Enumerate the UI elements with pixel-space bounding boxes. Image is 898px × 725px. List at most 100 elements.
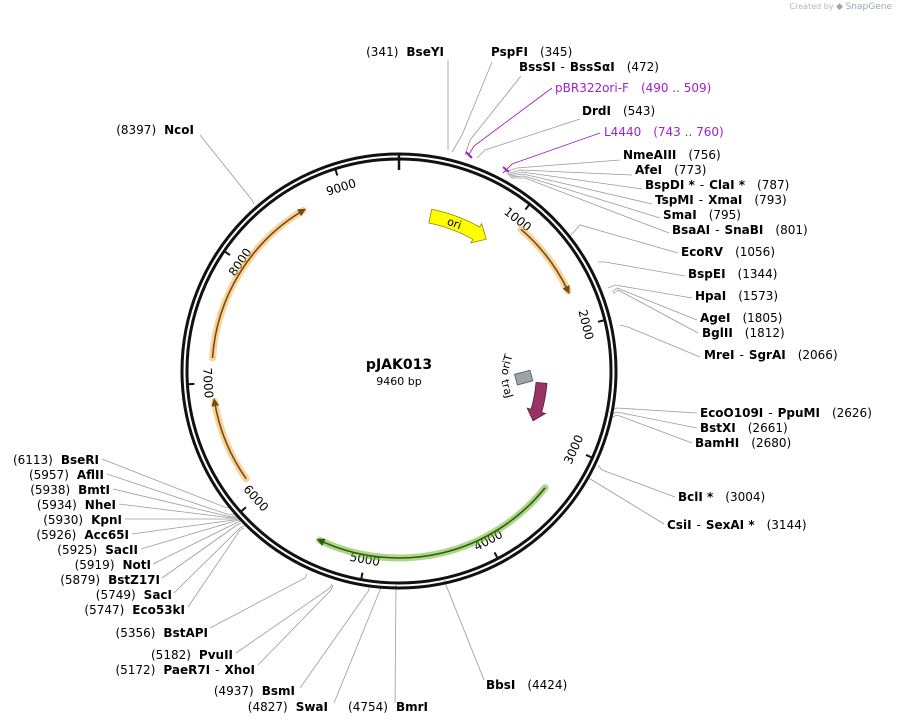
orf-arc bbox=[211, 208, 306, 359]
enzyme-label-bmti: (5938)BmtI bbox=[30, 483, 110, 497]
ori-label: ori bbox=[445, 215, 463, 232]
leader-csii bbox=[587, 477, 665, 525]
enzyme-label-tspmi-part: XmaI bbox=[708, 193, 742, 207]
leader-pvuii bbox=[235, 583, 333, 654]
enzyme-label-kpni-part: KpnI bbox=[91, 513, 122, 527]
enzyme-label-bcli-part: BclI * bbox=[678, 490, 714, 504]
enzyme-label-ncoi: (8397) NcoI bbox=[116, 123, 194, 137]
enzyme-label-mrei-part: MreI bbox=[704, 348, 734, 362]
enzyme-label-eco53ki-part: Eco53kI bbox=[132, 603, 185, 617]
enzyme-label-aflii-part: (5957) bbox=[29, 468, 69, 482]
orf-arcs bbox=[209, 206, 572, 562]
tick-mark bbox=[360, 572, 364, 579]
enzyme-label-csii: CsiI-SexAI *(3144) bbox=[667, 518, 807, 532]
enzyme-label-bsssi-part: (472) bbox=[627, 60, 659, 74]
enzyme-label-bspdi-part: BspDI * bbox=[645, 178, 695, 192]
enzyme-label-aflii-part: AflII bbox=[77, 468, 104, 482]
enzyme-label-bstxi-part: BstXI bbox=[700, 421, 736, 435]
enzyme-label-bspei: BspEI(1344) bbox=[688, 267, 777, 281]
snapgene-watermark: Created by ◆ SnapGene bbox=[790, 2, 892, 12]
enzyme-label-seri-part: BseRI bbox=[61, 453, 99, 467]
enzyme-label-paer7i-part: XhoI bbox=[224, 663, 255, 677]
enzyme-label-agei-part: (1805) bbox=[742, 311, 782, 325]
enzyme-label-bcli-part: (3004) bbox=[725, 490, 765, 504]
enzyme-label-bstapi-part: (5356) bbox=[116, 626, 156, 640]
leader-acc65i bbox=[131, 518, 239, 535]
enzyme-label-saci-part: (5749) bbox=[96, 588, 136, 602]
primer-site bbox=[465, 151, 473, 159]
enzyme-label-noti-part: (5919) bbox=[75, 558, 115, 572]
orf-arc-halo bbox=[211, 397, 250, 483]
leader-paer7i bbox=[257, 584, 334, 666]
enzyme-label-bspdi-part: ClaI * bbox=[709, 178, 746, 192]
enzyme-label-seri: (6113)BseRI bbox=[13, 453, 99, 467]
enzyme-label-sacii-part: SacII bbox=[105, 543, 138, 557]
enzyme-label-nhei: (5934)NheI bbox=[37, 498, 116, 512]
primer-label-part: L4440 bbox=[604, 125, 641, 139]
enzyme-label-bamhi-part: (2680) bbox=[751, 436, 791, 450]
tick-mark bbox=[224, 250, 231, 256]
enzyme-label-ecoo109i-part: (2626) bbox=[832, 406, 872, 420]
enzyme-label-pvuii-part: (5182) bbox=[151, 648, 191, 662]
enzyme-label-pspfi-part: PspFI bbox=[491, 45, 528, 59]
enzyme-label-paer7i-part: - bbox=[215, 663, 219, 677]
enzyme-label-bsaai-part: (801) bbox=[775, 223, 807, 237]
enzyme-label-bstz17i: (5879)BstZ17I bbox=[60, 573, 160, 587]
enzyme-label-csii-part: - bbox=[697, 518, 701, 532]
enzyme-label-bsaai-part: - bbox=[715, 223, 719, 237]
watermark-prefix: Created by bbox=[789, 2, 834, 11]
enzyme-label-bamhi: BamHI(2680) bbox=[695, 436, 791, 450]
enzyme-label-paer7i: (5172)PaeR7I-XhoI bbox=[115, 663, 255, 677]
leader-nmeaiii bbox=[504, 159, 621, 173]
enzyme-label-bsmi-part: (4937) bbox=[214, 684, 254, 698]
plasmid-length: 9460 bp bbox=[376, 375, 421, 388]
enzyme-label-tspmi: TspMI-XmaI(793) bbox=[655, 193, 787, 207]
enzyme-label-bstz17i-part: BstZ17I bbox=[108, 573, 160, 587]
orf-arc-halo bbox=[517, 225, 572, 295]
enzyme-label-tspmi-part: - bbox=[699, 193, 703, 207]
enzyme-label-bglii-part: (1812) bbox=[745, 326, 785, 340]
enzyme-label-eco53ki-part: (5747) bbox=[84, 603, 124, 617]
primer-label-part: (743 .. 760) bbox=[653, 125, 723, 139]
leader-ncoi bbox=[199, 134, 255, 205]
leader-bmri bbox=[394, 584, 397, 704]
tick-mark bbox=[334, 169, 339, 176]
oriT-label: oriT bbox=[498, 353, 516, 377]
tick-mark bbox=[585, 454, 592, 459]
leader-noti bbox=[152, 520, 241, 565]
enzyme-label-bglii-part: BglII bbox=[702, 326, 733, 340]
enzyme-label-ncoi-part: (8397) bbox=[116, 123, 156, 137]
traJ-feature bbox=[526, 381, 548, 422]
enzyme-label-noti-part: NotI bbox=[123, 558, 152, 572]
leader-aflii bbox=[106, 473, 235, 516]
leader-hpai bbox=[607, 284, 693, 299]
enzyme-label-ecorv: EcoRV(1056) bbox=[681, 245, 775, 259]
leader-bstz17i bbox=[161, 522, 242, 579]
enzyme-label-bmri-part: BmrI bbox=[396, 700, 428, 714]
enzyme-label-bseyi: (341)BseYI bbox=[366, 45, 444, 59]
enzyme-label-ecoo109i-part: EcoO109I bbox=[700, 406, 763, 420]
leader-saci bbox=[173, 525, 245, 594]
enzyme-label-agei-part: AgeI bbox=[700, 311, 730, 325]
leader-nhei bbox=[118, 503, 237, 519]
enzyme-label-acc65i-part: (5926) bbox=[36, 528, 76, 542]
enzyme-label-bcli: BclI * (3004) bbox=[678, 490, 765, 504]
tick-label: 9000 bbox=[324, 176, 357, 199]
watermark-brand: SnapGene bbox=[845, 2, 892, 12]
enzyme-label-hpai: HpaI(1573) bbox=[695, 289, 778, 303]
enzyme-label-bstapi-part: BstAPI bbox=[163, 626, 208, 640]
leader-kpni bbox=[125, 517, 238, 520]
enzyme-label-bmri: (4754)BmrI bbox=[348, 700, 428, 714]
enzyme-label-bspdi-part: (787) bbox=[757, 178, 789, 192]
enzyme-label-ncoi-part: NcoI bbox=[164, 123, 194, 137]
enzyme-label-nmeaiii-part: (756) bbox=[688, 148, 720, 162]
leader-bspdi bbox=[507, 171, 643, 190]
enzyme-label-swai: (4827)SwaI bbox=[248, 700, 328, 714]
enzyme-label-paer7i-part: PaeR7I bbox=[163, 663, 210, 677]
enzyme-label-mrei-part: SgrAI bbox=[749, 348, 786, 362]
enzyme-label-bsssi: BssSI-BssSαI(472) bbox=[519, 60, 659, 74]
enzyme-label-kpni-part: (5930) bbox=[43, 513, 83, 527]
leader-bmti bbox=[112, 488, 236, 518]
enzyme-label-bglii: BglII (1812) bbox=[702, 326, 785, 340]
enzyme-label-nmeaiii-part: NmeAIII bbox=[623, 148, 676, 162]
